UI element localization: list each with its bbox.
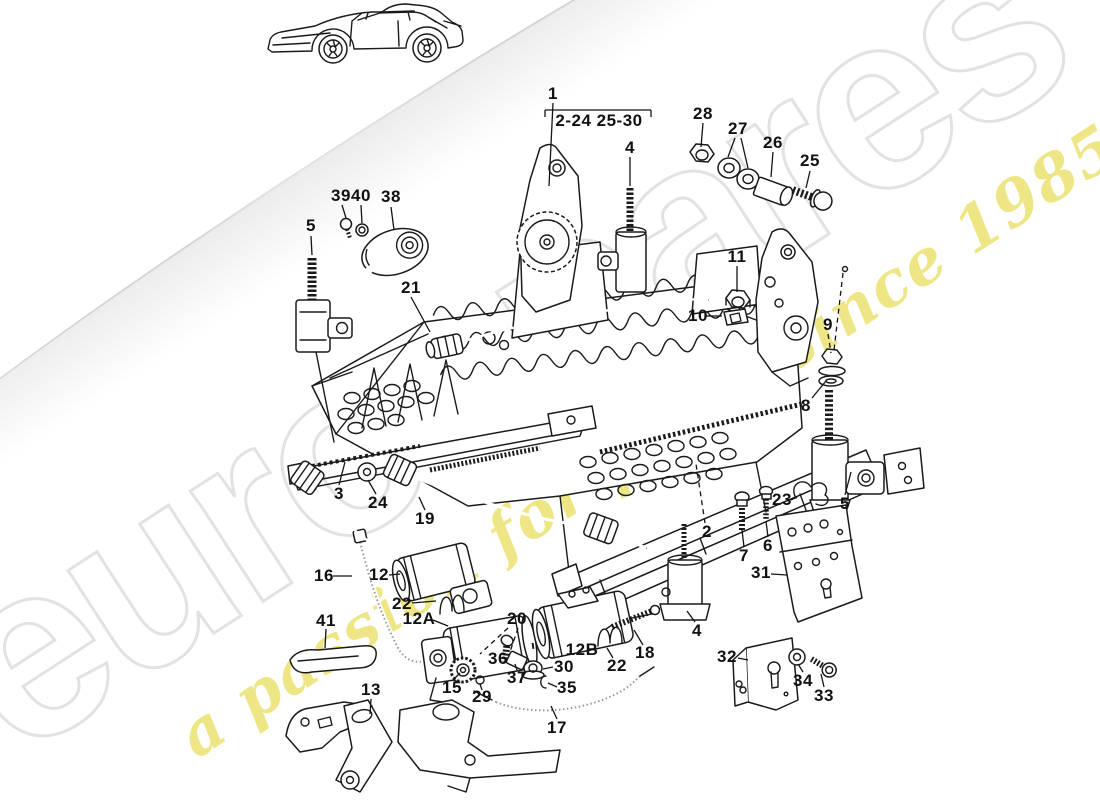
hinge-bracket-right [755,228,819,387]
vehicle-silhouette-icon [267,3,464,64]
part-callout-6[interactable]: 6 [763,536,773,555]
part-40-nut [355,223,369,237]
part-30-flanged-nut [521,660,545,680]
part-callout-2[interactable]: 2 [702,522,712,541]
part-19-drive-cable [382,453,647,550]
part-25-bolt [791,186,833,211]
part-35-circlip [540,675,547,689]
part-36-plug [500,634,514,663]
part-callout-41[interactable]: 41 [316,611,336,630]
part-callout-5[interactable]: 5 [306,216,316,235]
part-22-clip-left [439,594,465,615]
part-callout-29[interactable]: 29 [472,687,492,706]
part-callout-19[interactable]: 19 [415,509,435,528]
part-39-screw [339,217,353,239]
part-22-clip-right [597,626,623,647]
part-10-clamp [723,308,749,326]
part-callout-4[interactable]: 4 [625,138,635,157]
part-callout-35[interactable]: 35 [557,678,577,697]
part-callout-15[interactable]: 15 [442,678,462,697]
part-callout-22[interactable]: 22 [392,594,412,613]
part-23-clamp [793,481,829,506]
part-callout-33[interactable]: 33 [814,686,834,705]
part-7-screw [734,491,750,530]
part-callout-36[interactable]: 36 [488,649,508,668]
part-5-spindle-left [295,258,353,443]
part-callout-25[interactable]: 25 [800,151,820,170]
part-callout-17[interactable]: 17 [547,718,567,737]
part-28-nut [689,143,715,163]
part-callout-28[interactable]: 28 [693,104,713,123]
part-callout-7[interactable]: 7 [739,546,749,565]
part-callout-23[interactable]: 23 [772,490,792,509]
part-41-handle [289,644,377,674]
part-callout-31[interactable]: 31 [751,563,771,582]
part-4-actuator-bottom [659,524,711,621]
part-callout-26[interactable]: 26 [763,133,783,152]
part-9-nut-washer [818,265,849,387]
part-18-screw [605,604,661,630]
part-4-actuator-top [597,188,647,293]
part-callout-32[interactable]: 32 [717,647,737,666]
part-26-spacer [752,176,794,207]
part-31-bracket-plate [775,504,863,623]
part-27-washers [717,157,760,190]
callout-leader-lines [310,102,852,720]
part-11-nut [725,289,751,309]
part-12B-motor [531,586,653,660]
part-callout-18[interactable]: 18 [635,643,655,662]
part-callout-12A[interactable]: 12A [402,609,436,628]
part-callout-40[interactable]: 40 [351,186,371,205]
part-21-drive-cable [425,298,709,360]
part-callout-13[interactable]: 13 [361,680,381,699]
part-callout-27[interactable]: 27 [728,119,748,138]
part-callout-30[interactable]: 30 [554,657,574,676]
part-callout-20[interactable]: 20 [507,609,527,628]
part-33-screw [809,656,837,678]
part-34-washer [788,648,806,666]
part-callout-39[interactable]: 39 [331,186,351,205]
part-17-flex-shaft [473,666,655,713]
hardware-parts [285,143,925,793]
part-callout-5[interactable]: 5 [840,494,850,513]
part-13-support-bracket [285,699,561,793]
part-callout-34[interactable]: 34 [793,671,813,690]
part-callout-1[interactable]: 1 [548,84,558,103]
part-6-screw [758,485,774,520]
part-callout-12[interactable]: 12 [369,565,389,584]
part-32-bracket [732,637,799,711]
part-callout-12B[interactable]: 12B [565,640,599,659]
part-callout-22[interactable]: 22 [607,656,627,675]
part-callout-9[interactable]: 9 [823,315,833,334]
part-callout-38[interactable]: 38 [381,187,401,206]
part-callout-4[interactable]: 4 [692,621,702,640]
part-24-washer [357,462,377,482]
part-callout-21[interactable]: 21 [401,278,421,297]
part-callout-2-24_25-30[interactable]: 2-24 25-30 [555,111,643,130]
hinge-bracket-left [516,143,583,313]
part-callout-10[interactable]: 10 [688,306,708,325]
part-callout-8[interactable]: 8 [801,396,811,415]
part-callout-11[interactable]: 11 [727,247,747,266]
part-38-handwheel [329,227,429,333]
part-12-motor [290,460,493,615]
part-callout-37[interactable]: 37 [507,668,527,687]
part-callout-3[interactable]: 3 [334,484,344,503]
seat-pan-holes [337,379,737,501]
part-callout-24[interactable]: 24 [368,493,388,512]
part-callout-16[interactable]: 16 [314,566,334,585]
